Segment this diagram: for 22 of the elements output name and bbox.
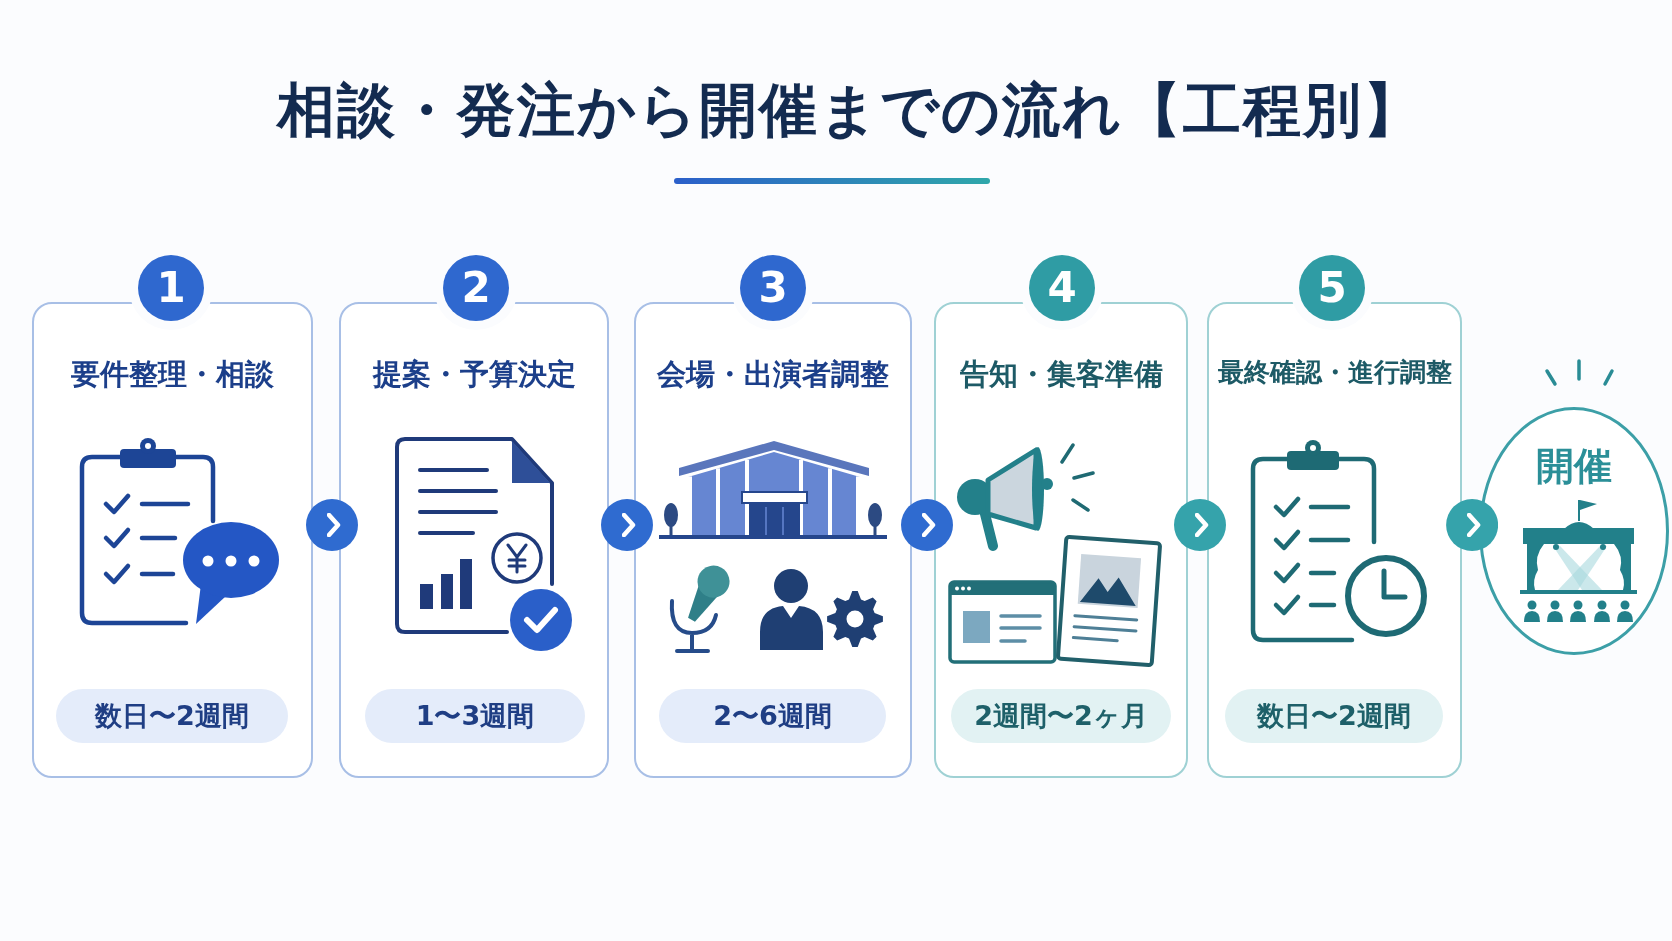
step-card xyxy=(934,302,1188,778)
step-card xyxy=(32,302,313,778)
step-title: 会場・出演者調整 xyxy=(657,356,889,393)
duration-tag: 1〜3週間 xyxy=(365,689,585,743)
duration-tag: 2〜6週間 xyxy=(659,689,886,743)
step-title: 提案・予算決定 xyxy=(372,356,576,393)
step-title: 最終確認・進行調整 xyxy=(1217,356,1452,389)
chevron-connector xyxy=(1446,499,1498,551)
chevron-connector xyxy=(901,499,953,551)
step-title: 告知・集客準備 xyxy=(959,356,1163,393)
event-title: 開催 xyxy=(1536,444,1612,490)
duration-tag: 2週間〜2ヶ月 xyxy=(951,689,1171,743)
step-card xyxy=(339,302,609,778)
chevron-connector xyxy=(601,499,653,551)
duration-tag: 数日〜2週間 xyxy=(56,689,288,743)
diagram-title: 相談・発注から開催までの流れ【工程別】 xyxy=(277,76,1423,146)
duration-tag: 数日〜2週間 xyxy=(1225,689,1443,743)
step-title: 要件整理・相談 xyxy=(71,356,274,393)
chevron-connector xyxy=(306,499,358,551)
chevron-connector xyxy=(1174,499,1226,551)
step-card xyxy=(634,302,912,778)
step-card xyxy=(1207,302,1462,778)
